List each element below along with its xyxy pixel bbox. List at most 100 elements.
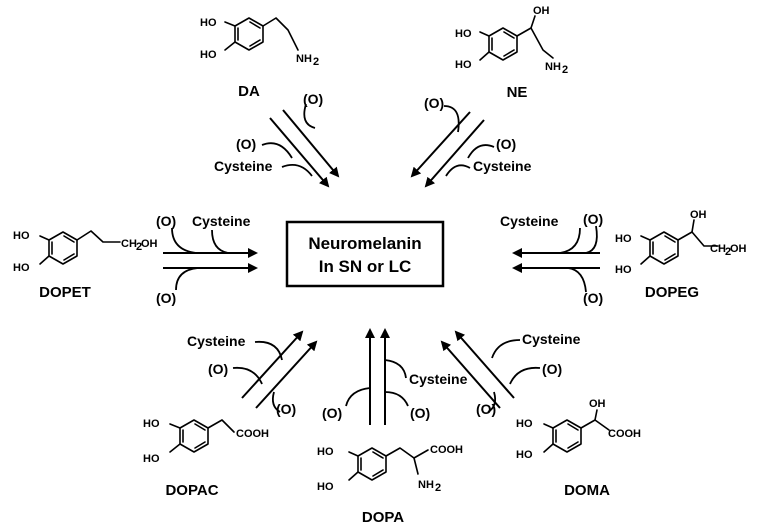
compound-dopac: HO HO COOH DOPAC	[143, 418, 269, 499]
curve-doma-cysteine	[491, 339, 521, 359]
dopeg-side-chain	[677, 231, 719, 247]
label-dopet-oxidation-bottom: (O)	[156, 290, 176, 306]
arrow-da-1	[269, 117, 330, 188]
da-side-chain	[262, 17, 299, 51]
center-title: Neuromelanin	[308, 234, 421, 253]
compound-ne: OH HO HO NH 2 NE	[455, 5, 568, 101]
label-doma-oxidation-bottom: (O)	[476, 401, 496, 417]
pathway-da-to-neuromelanin: (O) (O) Cysteine	[214, 91, 340, 188]
arrow-ne-1	[410, 111, 471, 178]
label-da-cysteine: Cysteine	[214, 158, 273, 174]
label-dopa-oxidation-left: (O)	[322, 405, 342, 421]
label-doma: DOMA	[564, 482, 610, 499]
curve-da-cysteine	[281, 164, 313, 177]
dopet-benzene-ring	[48, 231, 78, 265]
label-dopeg-oxidation-top: (O)	[583, 211, 603, 227]
ne-amine: NH	[545, 61, 561, 73]
curve-doma-oxidation-right	[509, 366, 541, 385]
curve-ne-oxidation-top	[443, 105, 460, 133]
svg-text:2: 2	[313, 56, 319, 68]
label-dopa-cysteine: Cysteine	[409, 371, 468, 387]
label-doma-oxidation-right: (O)	[542, 361, 562, 377]
svg-text:2: 2	[136, 241, 142, 253]
pathway-doma-to-neuromelanin: Cysteine (O) (O)	[440, 330, 581, 417]
arrow-dopac-1	[241, 330, 304, 399]
label-da-oxidation-left: (O)	[236, 136, 256, 152]
ne-ho-upper: HO	[455, 28, 472, 40]
dopac-ho-lower: HO	[143, 453, 160, 465]
dopac-carboxyl: COOH	[236, 428, 269, 440]
ne-side-chain	[516, 27, 554, 59]
svg-text:2: 2	[725, 246, 731, 258]
dopa-ho-upper: HO	[317, 446, 334, 458]
doma-side-chain	[580, 419, 610, 431]
label-doma-cysteine: Cysteine	[522, 331, 581, 347]
pathway-dopac-to-neuromelanin: Cysteine (O) (O)	[187, 330, 318, 417]
compound-dopa: HO HO COOH NH 2 DOPA	[317, 444, 463, 526]
svg-text:2: 2	[435, 482, 441, 494]
curve-dopa-oxidation-left	[345, 387, 371, 407]
doma-ho-upper: HO	[516, 418, 533, 430]
curve-doma-oxidation-bottom	[487, 391, 497, 413]
dopeg-ho-upper: HO	[615, 233, 632, 245]
da-benzene-ring	[234, 17, 264, 51]
ne-benzene-ring	[488, 27, 518, 61]
label-dopa-oxidation-right: (O)	[410, 405, 430, 421]
dopeg-hydroxyl: OH	[690, 209, 707, 221]
label-da: DA	[238, 83, 260, 100]
compound-doma: OH HO HO COOH DOMA	[516, 398, 641, 499]
label-da-oxidation-top: (O)	[303, 91, 323, 107]
curve-dopet-oxidation-bottom	[175, 267, 199, 291]
label-dopet-cysteine: Cysteine	[192, 213, 251, 229]
label-ne-oxidation-top: (O)	[424, 95, 444, 111]
curve-dopeg-oxidation-top	[585, 225, 598, 254]
compound-da: HO HO NH 2 DA	[200, 17, 319, 100]
curve-dopa-cysteine	[384, 359, 407, 379]
curve-dopeg-oxidation-bottom	[567, 267, 587, 293]
label-ne-oxidation-right: (O)	[496, 136, 516, 152]
dopet-ch2oh: CH	[121, 238, 137, 250]
dopa-side-chain	[385, 447, 429, 459]
dopa-benzene-ring	[357, 447, 387, 481]
arrow-dopac-2	[255, 340, 318, 409]
label-ne-cysteine: Cysteine	[473, 158, 532, 174]
da-ho-lower: HO	[200, 49, 217, 61]
curve-dopet-cysteine	[211, 229, 229, 254]
label-dopac-oxidation-left: (O)	[208, 361, 228, 377]
curve-da-oxidation-left	[261, 142, 293, 159]
dopeg-benzene-ring	[649, 231, 679, 265]
label-dopeg: DOPEG	[645, 284, 699, 301]
label-dopeg-cysteine: Cysteine	[500, 213, 559, 229]
da-amine: NH	[296, 53, 312, 65]
dopet-side-chain	[76, 230, 121, 243]
dopeg-ho-lower: HO	[615, 264, 632, 276]
pathway-dopet-to-neuromelanin: (O) Cysteine (O)	[156, 213, 258, 306]
label-dopac-oxidation-bottom: (O)	[276, 401, 296, 417]
da-ho-upper: HO	[200, 17, 217, 29]
label-dopet: DOPET	[39, 284, 91, 301]
curve-dopac-cysteine	[254, 340, 283, 361]
pathway-ne-to-neuromelanin: (O) (O) Cysteine	[410, 95, 532, 188]
svg-text:2: 2	[562, 64, 568, 76]
dopet-ho-upper: HO	[13, 230, 30, 242]
dopac-side-chain	[207, 419, 235, 433]
pathway-dopeg-to-neuromelanin: Cysteine (O) (O)	[500, 211, 603, 306]
label-dopeg-oxidation-bottom: (O)	[583, 290, 603, 306]
curve-dopa-oxidation-right	[384, 391, 409, 407]
label-dopet-oxidation-top: (O)	[156, 213, 176, 229]
dopet-ho-lower: HO	[13, 262, 30, 274]
arrow-doma-2	[440, 340, 501, 409]
ne-ho-lower: HO	[455, 59, 472, 71]
doma-benzene-ring	[552, 419, 582, 453]
label-dopac: DOPAC	[165, 482, 218, 499]
label-dopa: DOPA	[362, 509, 404, 526]
curve-dopac-oxidation-bottom	[271, 391, 281, 413]
pathway-dopa-to-neuromelanin: (O) Cysteine (O)	[322, 328, 468, 425]
arrow-ne-2	[424, 119, 485, 188]
neuromelanin-box: Neuromelanin In SN or LC	[285, 220, 445, 288]
doma-carboxyl: COOH	[608, 428, 641, 440]
compound-dopet: HO HO CH 2 OH DOPET	[13, 230, 158, 301]
curve-dopet-oxidation-top	[171, 227, 197, 254]
ne-hydroxyl: OH	[533, 5, 550, 17]
